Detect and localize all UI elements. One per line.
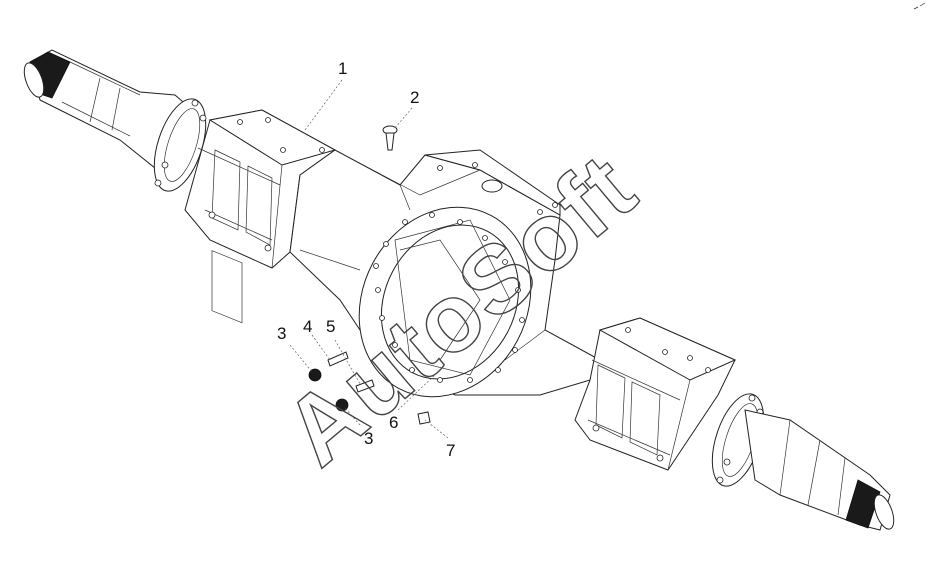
stud-5	[355, 379, 375, 393]
nut-3-lower	[335, 398, 349, 412]
bolt-2	[382, 125, 398, 151]
callout-1: 1	[338, 59, 347, 78]
corner-mark	[913, 2, 926, 10]
plug-7	[417, 411, 431, 425]
callout-5: 5	[326, 317, 335, 336]
stud-4	[327, 351, 349, 367]
callout-2: 2	[410, 88, 419, 107]
callout-3-upper: 3	[277, 324, 286, 343]
callout-7: 7	[446, 441, 455, 460]
nut-3-upper	[308, 368, 322, 382]
callout-3-lower: 3	[364, 429, 373, 448]
axle-housing-body	[289, 149, 601, 398]
right-shaft-spline-band	[845, 479, 881, 529]
breather-boss	[481, 179, 503, 193]
right-axle-shaft	[711, 393, 895, 531]
right-spring-seat	[574, 317, 737, 471]
left-spring-seat	[184, 109, 337, 324]
leader-lines	[289, 79, 449, 439]
callout-4: 4	[303, 317, 312, 336]
callout-6: 6	[389, 413, 398, 432]
left-axle-shaft	[23, 49, 207, 192]
